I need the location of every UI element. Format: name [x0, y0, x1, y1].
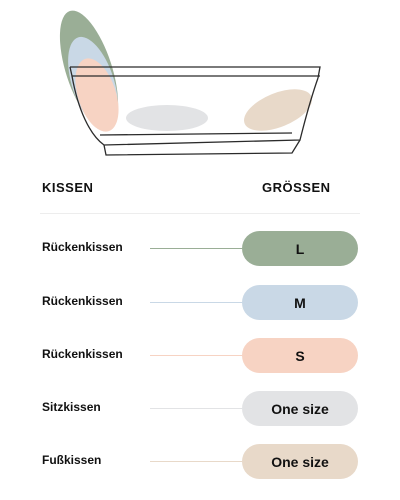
- size-row: Fußkissen One size: [0, 444, 400, 480]
- size-badge-label: S: [295, 347, 305, 364]
- column-headers: KISSEN GRÖSSEN: [0, 180, 400, 200]
- cushion-illustration: [59, 10, 321, 156]
- size-badge-label: L: [295, 240, 305, 257]
- back-cushion-s: [75, 58, 119, 132]
- size-row: Rückenkissen L: [0, 231, 400, 267]
- size-badge: One size: [242, 444, 358, 479]
- size-row: Rückenkissen M: [0, 285, 400, 321]
- connector-line: [150, 461, 242, 462]
- size-badge: M: [242, 285, 358, 320]
- row-label: Rückenkissen: [42, 347, 123, 361]
- size-row: Rückenkissen S: [0, 338, 400, 374]
- connector-line: [150, 302, 242, 303]
- row-label: Rückenkissen: [42, 294, 123, 308]
- connector-line: [150, 355, 242, 356]
- row-label: Rückenkissen: [42, 240, 123, 254]
- header-groessen: GRÖSSEN: [262, 180, 331, 195]
- foot-cushion: [244, 89, 312, 131]
- seat-cushion: [126, 105, 208, 131]
- header-kissen: KISSEN: [42, 180, 94, 195]
- size-badge: One size: [242, 391, 358, 426]
- size-badge: L: [242, 231, 358, 266]
- row-label: Fußkissen: [42, 453, 102, 467]
- row-label: Sitzkissen: [42, 400, 101, 414]
- size-badge-label: M: [294, 294, 306, 311]
- connector-line: [150, 408, 242, 409]
- size-badge-label: One size: [271, 453, 329, 470]
- size-badge: S: [242, 338, 358, 373]
- size-row: Sitzkissen One size: [0, 391, 400, 427]
- size-badge-label: One size: [271, 400, 329, 417]
- header-divider: [40, 213, 360, 214]
- sofa-frame: [69, 66, 321, 156]
- connector-line: [150, 248, 242, 249]
